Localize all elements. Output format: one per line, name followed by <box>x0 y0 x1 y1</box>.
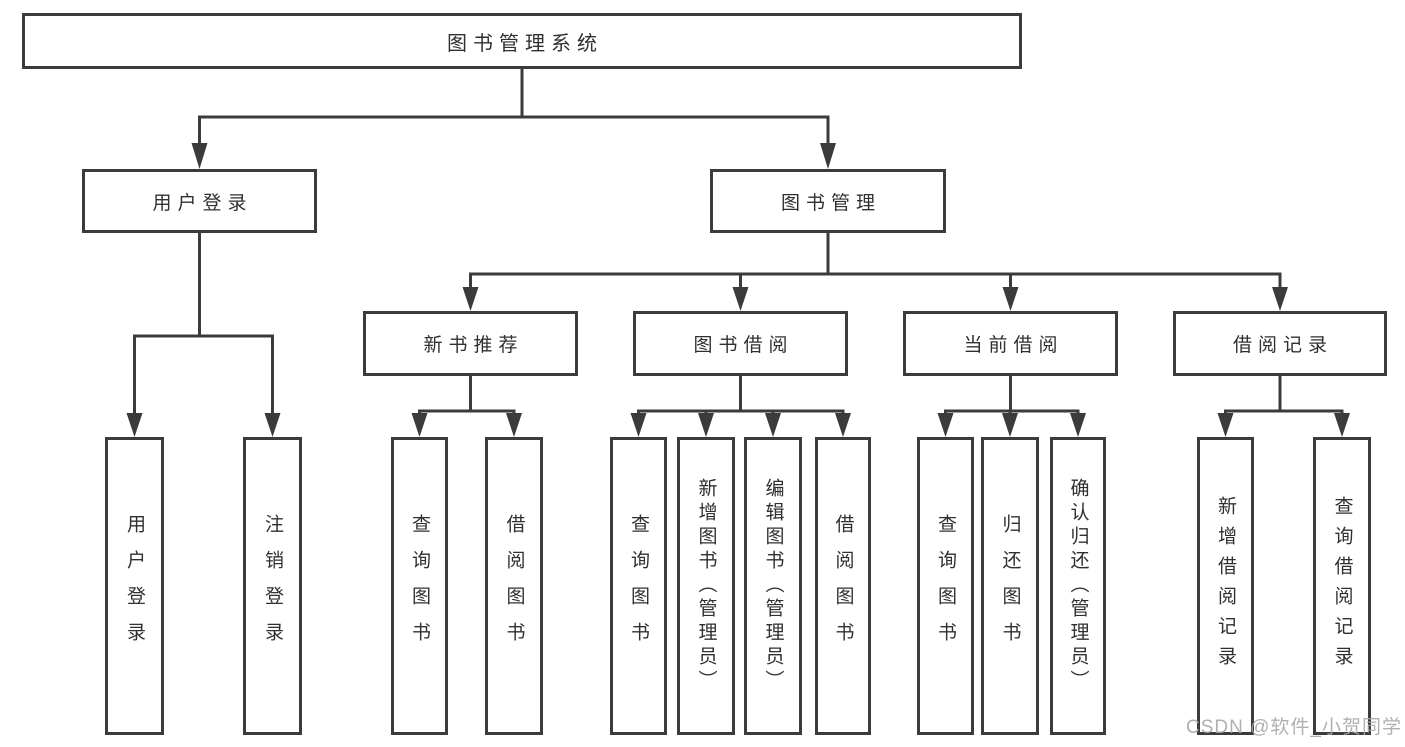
csdn-watermark: CSDN @软件_小贺同学 <box>1186 717 1402 738</box>
leaf-confirm-return-admin: 确认归还（管理员） <box>1050 437 1106 735</box>
node-label: 注销登录 <box>262 514 283 658</box>
node-label: 新书推荐 <box>423 335 524 356</box>
connector-root-to-level2 <box>191 69 836 169</box>
node-library-system: 图书管理系统 <box>22 13 1022 69</box>
node-book-management: 图书管理 <box>710 169 946 233</box>
connector-book-management-branch <box>462 233 1288 311</box>
node-book-borrow: 图书借阅 <box>633 311 848 376</box>
node-label: 借阅图书 <box>503 514 525 658</box>
connector-current-borrow-branch <box>937 376 1086 437</box>
node-label: 用户登录 <box>124 514 145 658</box>
leaf-borrow-book: 借阅图书 <box>815 437 871 735</box>
leaf-user-login: 用户登录 <box>105 437 164 735</box>
node-current-borrow: 当前借阅 <box>903 311 1118 376</box>
leaf-add-book-admin: 新增图书（管理员） <box>677 437 735 735</box>
leaf-query-book: 查询图书 <box>610 437 667 735</box>
leaf-logout-login: 注销登录 <box>243 437 302 735</box>
node-label: 确认归还（管理员） <box>1067 478 1089 694</box>
node-label: 新增借阅记录 <box>1215 496 1236 676</box>
node-label: 查询图书 <box>935 514 956 658</box>
leaf-query-book: 查询图书 <box>917 437 974 735</box>
leaf-return-book: 归还图书 <box>981 437 1039 735</box>
node-label: 图书管理系统 <box>447 32 603 55</box>
node-borrow-records: 借阅记录 <box>1173 311 1387 376</box>
node-label: 查询图书 <box>628 514 649 658</box>
node-label: 查询借阅记录 <box>1331 496 1353 676</box>
node-label: 图书管理 <box>780 192 881 214</box>
connector-book-borrow-branch <box>630 376 851 437</box>
node-label: 借阅记录 <box>1232 335 1333 356</box>
node-user-login: 用户登录 <box>82 169 317 233</box>
leaf-add-borrow-record: 新增借阅记录 <box>1197 437 1254 735</box>
connector-user-login-branch <box>126 233 281 437</box>
connector-borrow-record-branch <box>1217 376 1350 437</box>
node-label: 编辑图书（管理员） <box>762 478 784 694</box>
leaf-query-borrow-record: 查询借阅记录 <box>1313 437 1371 735</box>
leaf-edit-book-admin: 编辑图书（管理员） <box>744 437 802 735</box>
leaf-borrow-book: 借阅图书 <box>485 437 543 735</box>
node-label: 用户登录 <box>152 192 253 214</box>
connector-new-book-branch <box>411 376 522 437</box>
node-label: 归还图书 <box>999 514 1021 658</box>
node-label: 当前借阅 <box>963 335 1064 356</box>
node-label: 新增图书（管理员） <box>695 478 717 694</box>
node-new-book-recommend: 新书推荐 <box>363 311 578 376</box>
node-label: 图书借阅 <box>693 335 794 356</box>
leaf-query-book: 查询图书 <box>391 437 448 735</box>
node-label: 借阅图书 <box>832 514 854 658</box>
node-label: 查询图书 <box>409 514 430 658</box>
